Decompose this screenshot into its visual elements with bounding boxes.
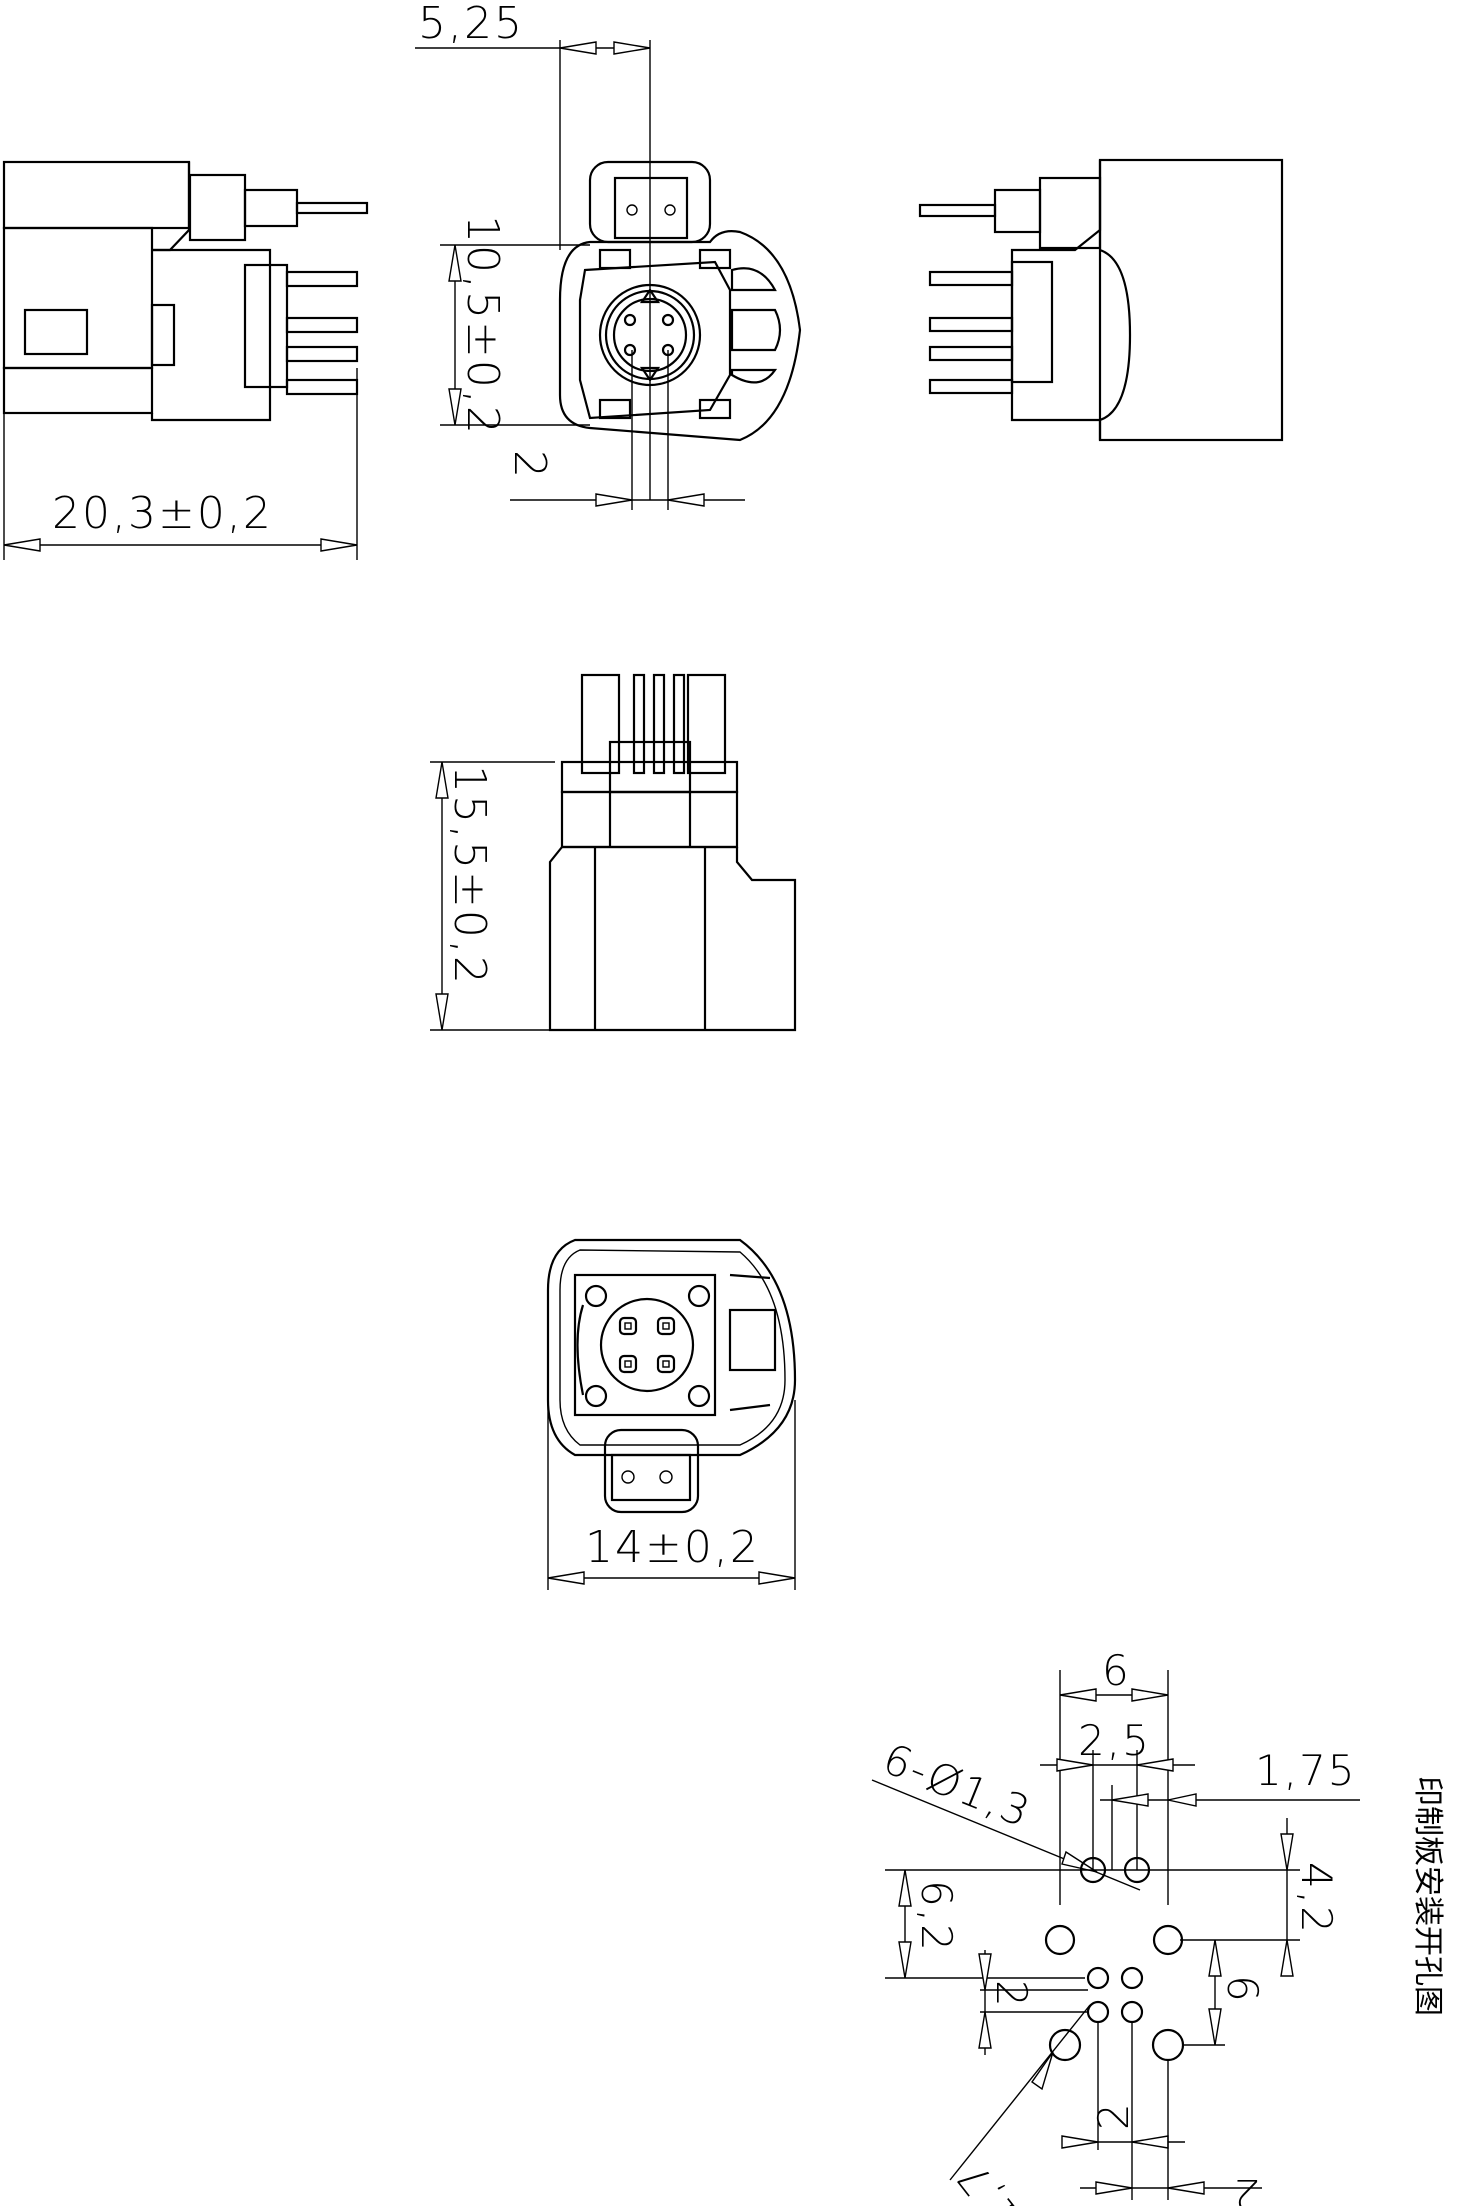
bottom-view: 14±0,2	[546, 1238, 797, 1590]
pcb-span-dim: 6	[1102, 1646, 1131, 1695]
bottom-width-dim: 14±0,2	[585, 1522, 760, 1573]
pcb-small-dia-dim: Ø1,7	[946, 2152, 1051, 2206]
front-pin-width-dim: 2	[504, 450, 555, 480]
front-height-dim: 10,5±0,2	[457, 215, 508, 436]
pcb-vertical-dim: 6,2	[912, 1880, 961, 1953]
top-offset-dim: 5,25	[418, 0, 524, 49]
pcb-pin-pitch-dim: 2,5	[1078, 1716, 1151, 1765]
top-height-dim: 15,5±0,2	[444, 765, 495, 986]
right-side-view	[918, 158, 1284, 442]
pcb-small-pitch-h2-dim: 2	[1231, 2170, 1260, 2206]
pcb-offset-dim: 1,75	[1255, 1746, 1357, 1795]
pcb-lower-dim: 6	[1218, 1975, 1267, 2004]
front-view: 5,25 10,5±0,2	[415, 0, 802, 510]
pcb-hole-dia-dim: 6-Ø1,3	[876, 1734, 1038, 1837]
pcb-small-pitch-v-dim: 2	[987, 1980, 1036, 2009]
side-length-dim: 20,3±0,2	[52, 488, 273, 539]
left-side-view: 20,3±0,2	[2, 160, 369, 560]
pcb-layout-title: 印制板安装开孔图	[1410, 1776, 1445, 2016]
top-view: 15,5±0,2	[430, 673, 797, 1032]
pcb-small-pitch-h-dim: 2	[1089, 2101, 1138, 2130]
pcb-row-spacing-dim: 4,2	[1292, 1862, 1341, 1935]
pcb-footprint: 6 2,5 1,75 6-Ø1,3 4,2	[871, 1646, 1445, 2206]
